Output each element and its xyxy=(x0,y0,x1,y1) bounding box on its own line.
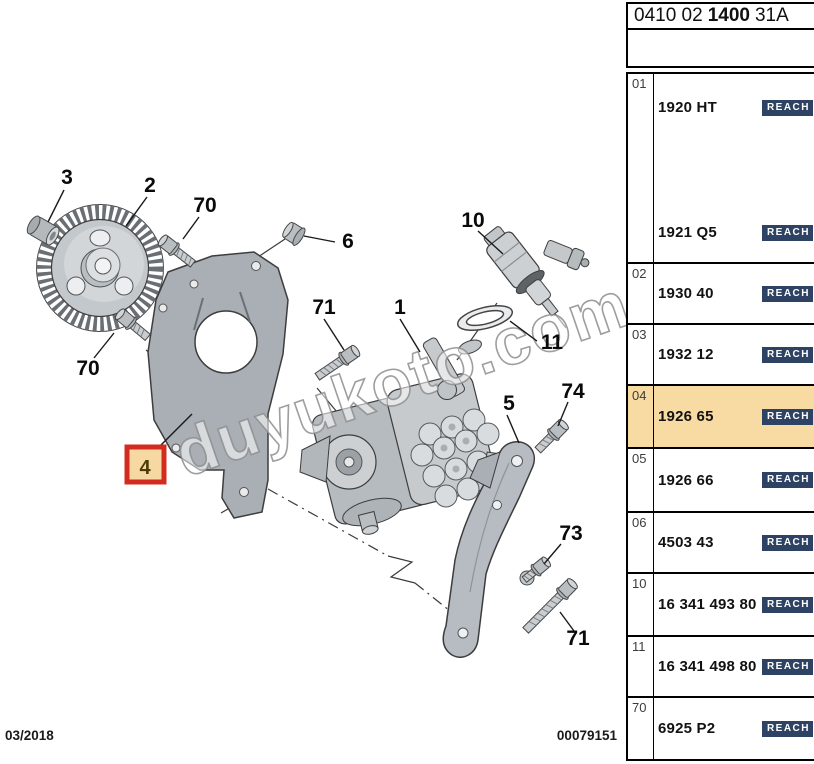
part-number: 4503 43 xyxy=(658,534,714,551)
parts-row-06[interactable]: 06 4503 43 REACH xyxy=(628,513,814,574)
pump-mounting-plate-illustration xyxy=(147,251,289,519)
callout-leader-lines xyxy=(47,189,575,632)
callout-70-top[interactable]: 70 xyxy=(193,194,216,217)
row-ref: 06 xyxy=(628,513,654,572)
parts-row-04-selected[interactable]: 04 1926 65 REACH xyxy=(628,386,814,449)
bolt-71-middle xyxy=(314,344,361,381)
parts-row-02[interactable]: 02 1930 40 REACH xyxy=(628,264,814,325)
callout-11[interactable]: 11 xyxy=(541,331,564,354)
part-number: 16 341 493 80 xyxy=(658,596,757,613)
gear-teeth xyxy=(36,204,164,332)
oring-illustration xyxy=(456,305,514,331)
footer-date: 03/2018 xyxy=(5,728,54,743)
parts-row-05[interactable]: 05 1926 66 REACH xyxy=(628,449,814,513)
fuel-pump-illustration xyxy=(299,337,525,535)
callout-6[interactable]: 6 xyxy=(342,230,354,253)
part-number: 1920 HT xyxy=(658,99,717,116)
reach-badge[interactable]: REACH xyxy=(761,534,813,551)
reach-badge[interactable]: REACH xyxy=(761,472,813,488)
footer-doc-number: 00079151 xyxy=(556,728,617,743)
part-number: 1926 65 xyxy=(658,408,714,425)
callout-73[interactable]: 73 xyxy=(559,522,582,545)
bolt-74 xyxy=(534,419,569,454)
row-ref: 70 xyxy=(628,698,654,759)
callout-2[interactable]: 2 xyxy=(144,174,156,197)
row-ref: 11 xyxy=(628,637,654,696)
callout-4-highlight-box[interactable] xyxy=(124,444,167,485)
part-number: 1932 12 xyxy=(658,346,714,363)
reach-badge[interactable]: REACH xyxy=(761,720,813,737)
figure-code-suffix: 31A xyxy=(754,5,789,26)
reach-badge[interactable]: REACH xyxy=(761,224,813,241)
callout-1[interactable]: 1 xyxy=(394,296,406,319)
reach-badge[interactable]: REACH xyxy=(761,285,813,302)
row-ref: 01 xyxy=(628,74,654,262)
reach-badge[interactable]: REACH xyxy=(761,596,813,613)
parts-table: 01 1920 HT REACH 1921 Q5 REACH 02 1930 4… xyxy=(626,72,814,761)
part-number: 1930 40 xyxy=(658,285,714,302)
callout-4[interactable]: 4 xyxy=(139,457,151,479)
figure-code-prefix: 0410 02 xyxy=(634,5,703,26)
bolt-70-left xyxy=(114,308,151,342)
part-number: 6925 P2 xyxy=(658,720,716,737)
bolt-71-bottom xyxy=(522,578,578,634)
parts-row-01[interactable]: 01 1920 HT REACH 1921 Q5 REACH xyxy=(628,74,814,264)
reach-badge[interactable]: REACH xyxy=(761,346,813,363)
callout-71-bottom[interactable]: 71 xyxy=(566,627,590,650)
callout-3[interactable]: 3 xyxy=(61,166,73,189)
support-bracket-illustration xyxy=(442,441,535,658)
row-ref: 04 xyxy=(628,386,654,447)
camshaft-sprocket-illustration xyxy=(36,204,164,332)
figure-code-header: 0410 02 1400 31A xyxy=(626,2,814,30)
parts-row-11[interactable]: 11 16 341 498 80 REACH xyxy=(628,637,814,698)
bolt-70-top xyxy=(157,234,197,268)
parts-row-03[interactable]: 03 1932 12 REACH xyxy=(628,325,814,386)
reach-badge[interactable]: REACH xyxy=(761,99,813,116)
reach-badge[interactable]: REACH xyxy=(761,408,813,425)
row-ref: 03 xyxy=(628,325,654,384)
callout-70-left[interactable]: 70 xyxy=(76,357,99,380)
nut-6 xyxy=(282,221,306,246)
notes-box xyxy=(626,30,814,68)
row-ref: 05 xyxy=(628,449,654,511)
callout-10[interactable]: 10 xyxy=(461,209,484,232)
callout-5[interactable]: 5 xyxy=(503,392,515,415)
parts-panel: 0410 02 1400 31A 01 1920 HT REACH 1921 Q… xyxy=(626,0,814,764)
reach-badge[interactable]: REACH xyxy=(761,658,813,675)
plate-center-hole xyxy=(194,310,258,374)
diagram-area: duyukoto.com 3 2 70 xyxy=(5,166,626,743)
callout-74[interactable]: 74 xyxy=(561,380,585,403)
part-number: 16 341 498 80 xyxy=(658,658,757,675)
axis-break-zigzag xyxy=(387,555,416,584)
part-number: 1926 66 xyxy=(658,471,714,489)
row-ref: 02 xyxy=(628,264,654,323)
parts-row-10[interactable]: 10 16 341 493 80 REACH xyxy=(628,574,814,637)
row-ref: 10 xyxy=(628,574,654,635)
parts-row-70[interactable]: 70 6925 P2 REACH xyxy=(628,698,814,759)
callout-71-middle[interactable]: 71 xyxy=(312,296,336,319)
part-number: 1921 Q5 xyxy=(658,224,717,241)
exploded-diagram: duyukoto.com 3 2 70 xyxy=(26,166,626,658)
figure-code-main: 1400 xyxy=(707,5,750,26)
